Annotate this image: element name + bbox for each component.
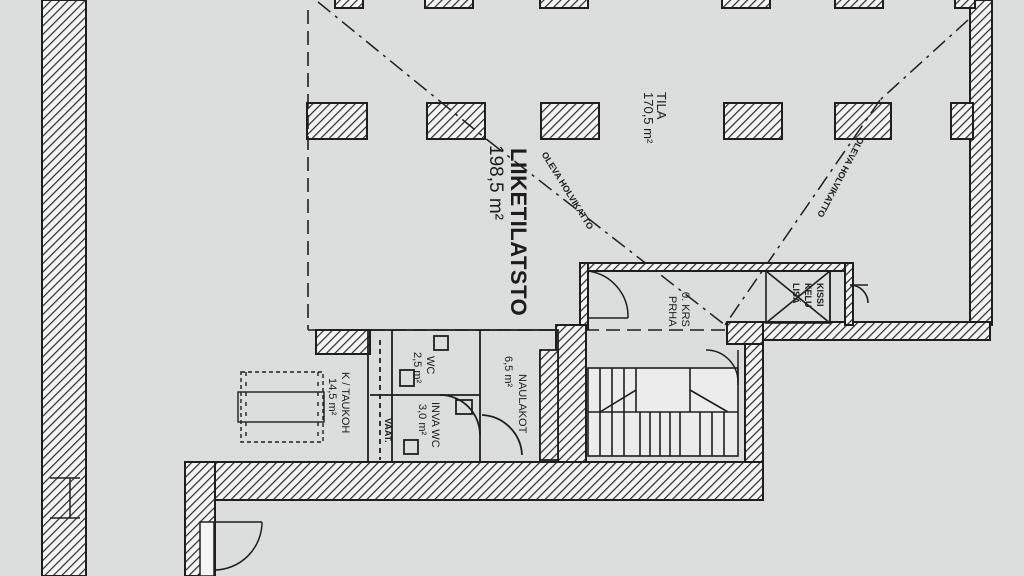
room-label-wc: WC [424,356,436,375]
break-room-table [237,371,325,443]
pillar-row-middle [306,102,974,140]
room-label-krs: 0. KRS [679,292,691,327]
room-label-taukoh: K / TAUKOH [339,372,351,434]
stair-room-door [587,270,629,319]
pillar-row-top [334,0,976,9]
room-label-inva-wc: INVA WC [429,402,441,448]
room-label-kissi-3: LISÄ [791,283,801,304]
room-area-taukoh: 14,5 m² [326,378,338,416]
room-area-inva-wc: 3,0 m² [416,404,428,436]
right-exterior-wall [744,0,993,488]
room-label-naulakot: NAULAKOT [516,374,528,434]
kissi-room [765,270,869,324]
stair-room-walls [315,262,854,463]
room-label-kissi-1: KISSI [815,283,825,307]
bottom-wall [184,461,764,576]
room-label-vaate: VAAT. [383,418,393,443]
stair-side-door [705,349,739,385]
room-label-tila: TILA [654,92,669,120]
staircase [587,367,739,457]
vault-lines [317,1,969,326]
room-sub-krs: PRHA [666,296,678,327]
small-rooms-block [367,329,559,463]
room-label-liiketila: LIIKETILATSTO [506,148,531,317]
entry-door [213,521,263,571]
room-label-kissi-2: KELU [803,283,813,308]
room-area-wc: 2,5 m² [411,352,423,384]
room-area-naulakot: 6,5 m² [502,356,514,388]
left-exterior-wall [41,0,87,576]
room-area-tila: 170,5 m² [641,92,656,144]
room-area-liiketila: 198,5 m² [485,145,506,220]
